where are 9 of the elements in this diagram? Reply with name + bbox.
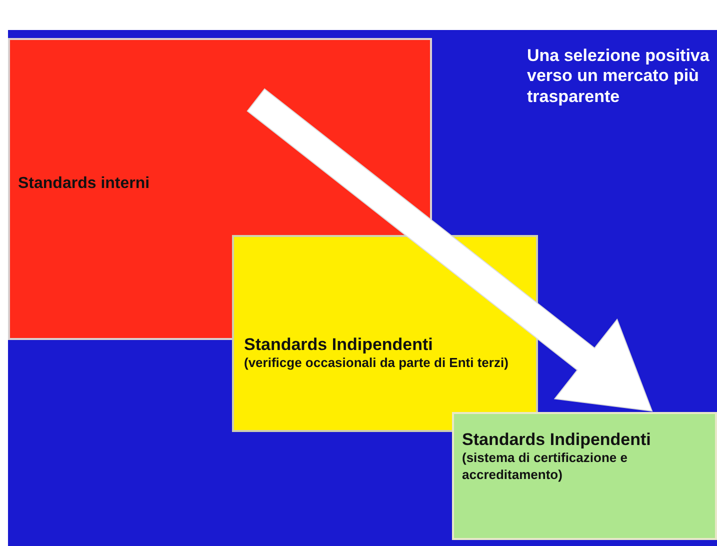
standard-box: [232, 235, 538, 432]
note-text: Una selezione positiva verso un mercato più trasparente: [527, 46, 710, 108]
standard-box: [452, 412, 717, 540]
box-heading: Standards interni: [18, 174, 151, 194]
block-arrow: [246, 88, 653, 412]
box-heading: Standards Indipendenti: [462, 430, 652, 450]
box-description: (sistema di certificazione e accreditamento): [462, 450, 628, 484]
box-heading: Standards Indipendenti: [244, 334, 434, 356]
box-description: (verificge occasionali da parte di Enti terzi): [244, 355, 510, 372]
